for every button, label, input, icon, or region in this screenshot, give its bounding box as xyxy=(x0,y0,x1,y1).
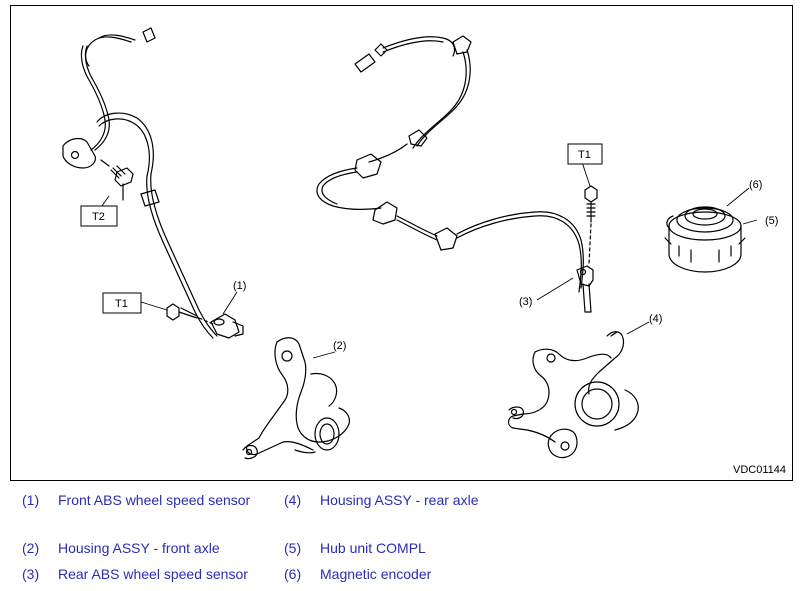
legend-text: Hub unit COMPL xyxy=(320,540,426,556)
legend-item: (3) Rear ABS wheel speed sensor xyxy=(22,566,248,582)
legend-item: (1) Front ABS wheel speed sensor xyxy=(22,492,250,508)
front-abs-sensor-drawing xyxy=(62,27,244,339)
legend-text: Front ABS wheel speed sensor xyxy=(58,492,251,508)
exploded-parts-diagram: (1) (2) (3) (4) (5) (6) T1 T2 T1 VDC0114… xyxy=(10,5,793,481)
legend-text: Magnetic encoder xyxy=(320,566,432,582)
front-knuckle-drawing xyxy=(242,337,350,460)
legend-number: (4) xyxy=(284,492,302,508)
legend-item: (2) Housing ASSY - front axle xyxy=(22,540,220,556)
legend-number: (3) xyxy=(22,566,40,582)
legend-number: (1) xyxy=(22,492,40,508)
t1-rear-bolt-drawing xyxy=(584,185,598,265)
svg-text:T2: T2 xyxy=(92,211,105,223)
legend-number: (5) xyxy=(284,540,302,556)
torque-label-t2: T2 xyxy=(80,205,118,227)
leader-lines xyxy=(98,161,758,359)
legend-text: Housing ASSY - front axle xyxy=(58,540,220,556)
callout-5: (5) xyxy=(765,215,778,227)
legend-number: (2) xyxy=(22,540,40,556)
torque-label-t1-rear: T1 xyxy=(567,143,603,165)
hub-unit-drawing xyxy=(664,206,746,273)
legend-number: (6) xyxy=(284,566,302,582)
legend-item: (6) Magnetic encoder xyxy=(284,566,431,582)
rear-abs-sensor-drawing xyxy=(316,35,594,313)
t2-bolt-drawing xyxy=(100,159,134,201)
t1-front-bolt-drawing xyxy=(166,303,214,325)
svg-text:T1: T1 xyxy=(578,149,591,161)
legend-item: (5) Hub unit COMPL xyxy=(284,540,426,556)
diagram-artwork: (1) (2) (3) (4) (5) (6) T1 T2 T1 xyxy=(62,27,778,460)
legend-text: Housing ASSY - rear axle xyxy=(320,492,479,508)
callout-4: (4) xyxy=(649,313,662,325)
figure-id: VDC01144 xyxy=(733,464,786,476)
callout-labels: (1) (2) (3) (4) (5) (6) xyxy=(233,179,778,352)
callout-3: (3) xyxy=(519,296,532,308)
legend-text: Rear ABS wheel speed sensor xyxy=(58,566,248,582)
torque-label-t1-front: T1 xyxy=(102,292,142,314)
callout-1: (1) xyxy=(233,280,246,292)
svg-text:T1: T1 xyxy=(115,298,128,310)
legend-item: (4) Housing ASSY - rear axle xyxy=(284,492,479,508)
callout-6: (6) xyxy=(749,179,762,191)
rear-knuckle-drawing xyxy=(507,331,639,459)
callout-2: (2) xyxy=(333,340,346,352)
